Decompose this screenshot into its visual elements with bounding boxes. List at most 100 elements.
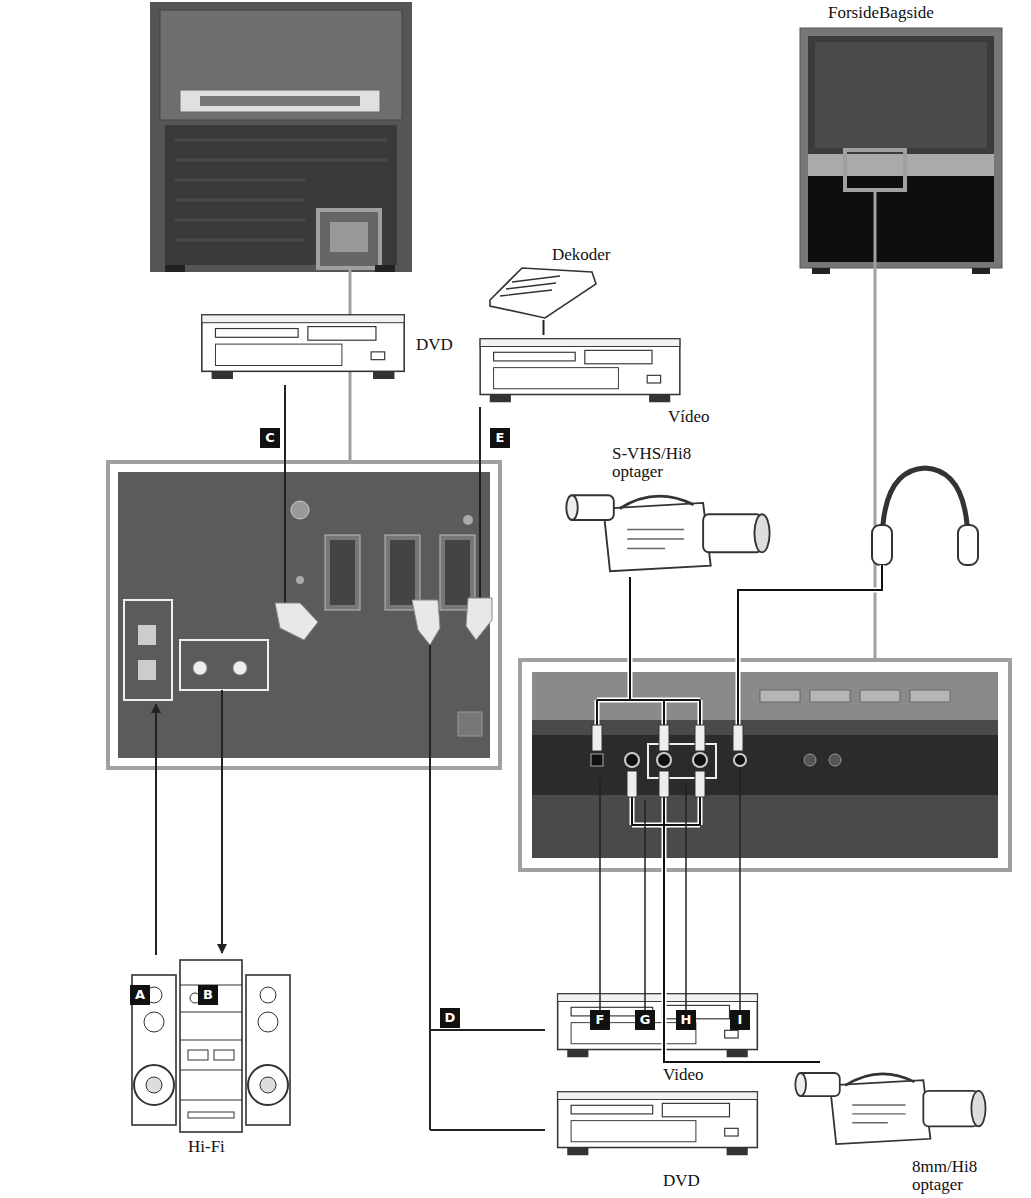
tv-feet [165,265,395,272]
callout-letter: C [260,428,280,448]
midrange [258,1012,278,1032]
rear-panel [118,472,490,758]
tv-strip [808,154,994,176]
stack-shelves [180,985,242,1100]
callout-letter: E [490,428,510,448]
woofer-cone [260,1077,276,1093]
device-label: Dekoder [552,246,632,264]
rear-panel-frame [108,462,500,768]
tv-rear-body [165,125,397,265]
cable-halo [597,577,700,725]
view-caption: ForsideBagside [828,4,934,22]
device-label: DVD [416,336,466,354]
cable-halo [632,797,820,1062]
cd-tray [188,1112,234,1118]
stereo-stack [180,960,242,1132]
jack [463,515,473,525]
scart-socket [325,535,360,610]
front-knob [804,754,816,766]
rca-jack [657,753,671,767]
ear-cup [958,525,978,565]
switch-box [124,600,172,700]
tv-feet [812,268,990,274]
callout-letter: G [635,1010,655,1030]
device-label: Vídeo [668,408,728,426]
audio-out-arrow [221,690,223,953]
device-label: Video [663,1066,723,1084]
s-video-jack [591,754,603,766]
device-label: Hi-Fi [188,1138,238,1156]
front-buttons [760,690,950,702]
camcorder-node: S-VHS/Hi8 optager [555,488,780,577]
cable-halo [738,565,882,725]
dvd-player [558,1092,758,1155]
decoder-box [490,268,596,318]
switch [138,625,156,645]
scart-inner [445,540,470,605]
scart-socket [385,535,420,610]
callout-letter: H [676,1010,696,1030]
tv-rear-slot [200,96,360,106]
callout-letter: A [130,985,150,1005]
rca-plugs [627,771,705,797]
headphone-jack [734,754,746,766]
ear-cup [872,525,892,565]
callout-letter: F [590,1010,610,1030]
woofer [248,1065,288,1105]
video-recorder [480,339,680,402]
tv-screen [815,42,987,148]
tape-slot [188,1050,208,1060]
scart-inner [390,540,415,605]
video-node: Vídeo [470,335,690,407]
camcorder-node: 8mm/Hi8 optager [790,1055,990,1155]
tv-rear-top [160,10,402,120]
dvd-player [202,315,404,379]
rca-jack [693,753,707,767]
headphone-cable [738,565,882,725]
dvd-node: DVD [196,310,410,385]
headband [882,468,968,545]
callout-letter: I [730,1010,750,1030]
callout-letter: D [440,1008,460,1028]
decoder-node: Dekoder [490,268,597,320]
device-label: S-VHS/Hi8 optager [612,445,702,481]
tape-slot [214,1050,234,1060]
rca-plugs [592,725,743,751]
woofer-cone [146,1077,162,1093]
tv-screen-frame [808,36,994,154]
tv-rear-band [180,90,380,112]
device-label: 8mm/Hi8 optager [912,1158,1002,1194]
midrange [144,1012,164,1032]
device-label: DVD [663,1172,713,1190]
tv-rear-panel [330,222,368,252]
speaker [246,975,290,1125]
rca-jack [193,661,207,675]
rca-jack [625,753,639,767]
audio-in-arrow [155,704,157,955]
scart-plug [412,600,440,645]
rca-jack [233,661,247,675]
woofer [134,1065,174,1105]
antenna-jack [291,501,309,519]
audio-out-box [180,640,268,690]
highlight-frame [845,150,905,190]
front-knob [829,754,841,766]
scart-cable [284,385,286,603]
switch [138,660,156,680]
scart-plug [466,598,492,640]
camcorder [566,495,769,571]
av-cable [632,797,820,1062]
video-recorder [558,994,758,1057]
tweeter [260,987,276,1003]
dvd-node: DVD [545,1088,770,1160]
decoder-stripes [500,276,560,296]
scart-inner [330,540,355,605]
device-cable [543,320,545,335]
jack [296,576,304,584]
tv-rear [150,2,412,272]
scart-plug [275,603,318,640]
front-panel-frame [520,660,1010,870]
